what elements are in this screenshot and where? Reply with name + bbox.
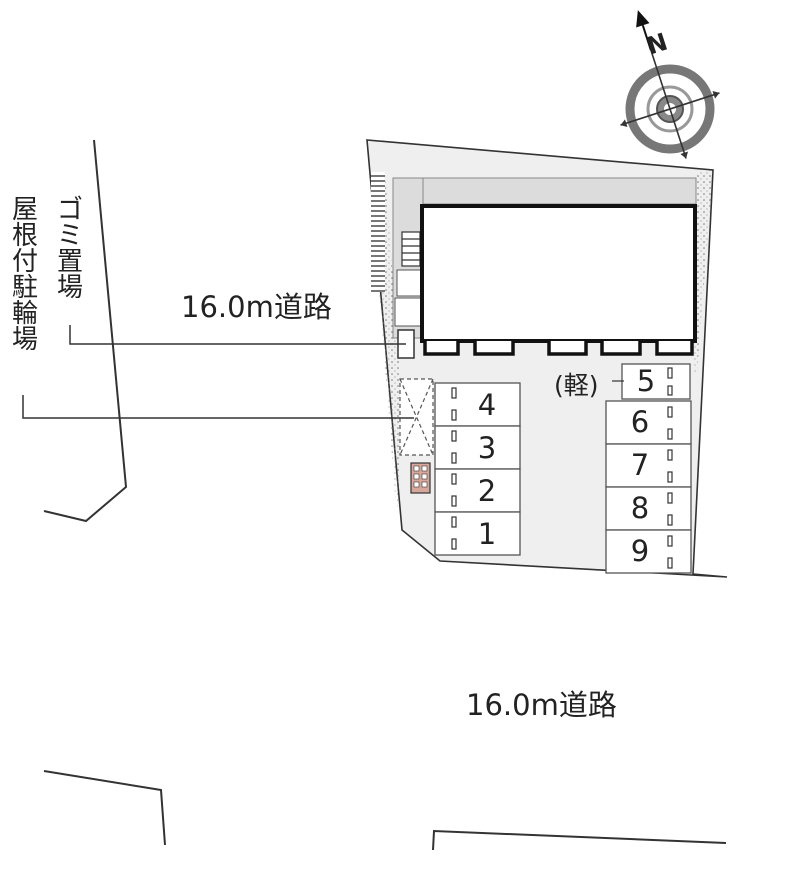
garbage-label: ゴミ置場 bbox=[56, 195, 83, 303]
south-road-edge-line-right bbox=[432, 829, 727, 851]
building-outline bbox=[420, 204, 697, 343]
bicycle-leader-line bbox=[22, 395, 414, 419]
west-hatched-strip bbox=[371, 172, 385, 292]
parking-slot-5-number: 5 bbox=[636, 364, 656, 398]
parking-right-column bbox=[605, 363, 692, 574]
north-margin bbox=[392, 177, 697, 205]
kei-car-note: (軽) bbox=[554, 371, 599, 400]
compass-rose-icon bbox=[620, 10, 720, 159]
parking-slot-7-number: 7 bbox=[630, 448, 650, 482]
stairs-icon bbox=[401, 231, 421, 267]
leader-lines bbox=[22, 325, 414, 419]
road-boundaries bbox=[43, 139, 727, 851]
parking-slot-3-number: 3 bbox=[477, 431, 497, 465]
wheel-stops-right bbox=[667, 367, 673, 569]
wheel-stops-left bbox=[451, 387, 457, 550]
bicycle-parking-area bbox=[399, 378, 434, 456]
side-box bbox=[394, 297, 423, 327]
vending-machine-icon bbox=[410, 462, 431, 494]
entrance-box bbox=[396, 269, 422, 297]
parking-slot-4-number: 4 bbox=[477, 388, 497, 422]
west-road-edge-line bbox=[43, 139, 128, 523]
parking-slot-2-number: 2 bbox=[477, 474, 497, 508]
parking-slot-6-number: 6 bbox=[630, 405, 650, 439]
west-road-label: 16.0m道路 bbox=[181, 290, 332, 324]
south-road-label: 16.0m道路 bbox=[466, 688, 617, 722]
parking-slot-8-number: 8 bbox=[630, 491, 650, 525]
parking-slot-1-number: 1 bbox=[477, 517, 497, 551]
garbage-leader-line bbox=[69, 325, 406, 345]
property-lot bbox=[366, 139, 728, 578]
balconies bbox=[423, 341, 694, 356]
south-road-edge-line-left bbox=[43, 770, 166, 846]
parking-left-column bbox=[434, 382, 521, 556]
bicycle-label: 屋根付駐輪場 bbox=[11, 195, 38, 355]
parking-slot-9-number: 9 bbox=[630, 534, 650, 568]
east-dotted-strip bbox=[693, 170, 713, 372]
